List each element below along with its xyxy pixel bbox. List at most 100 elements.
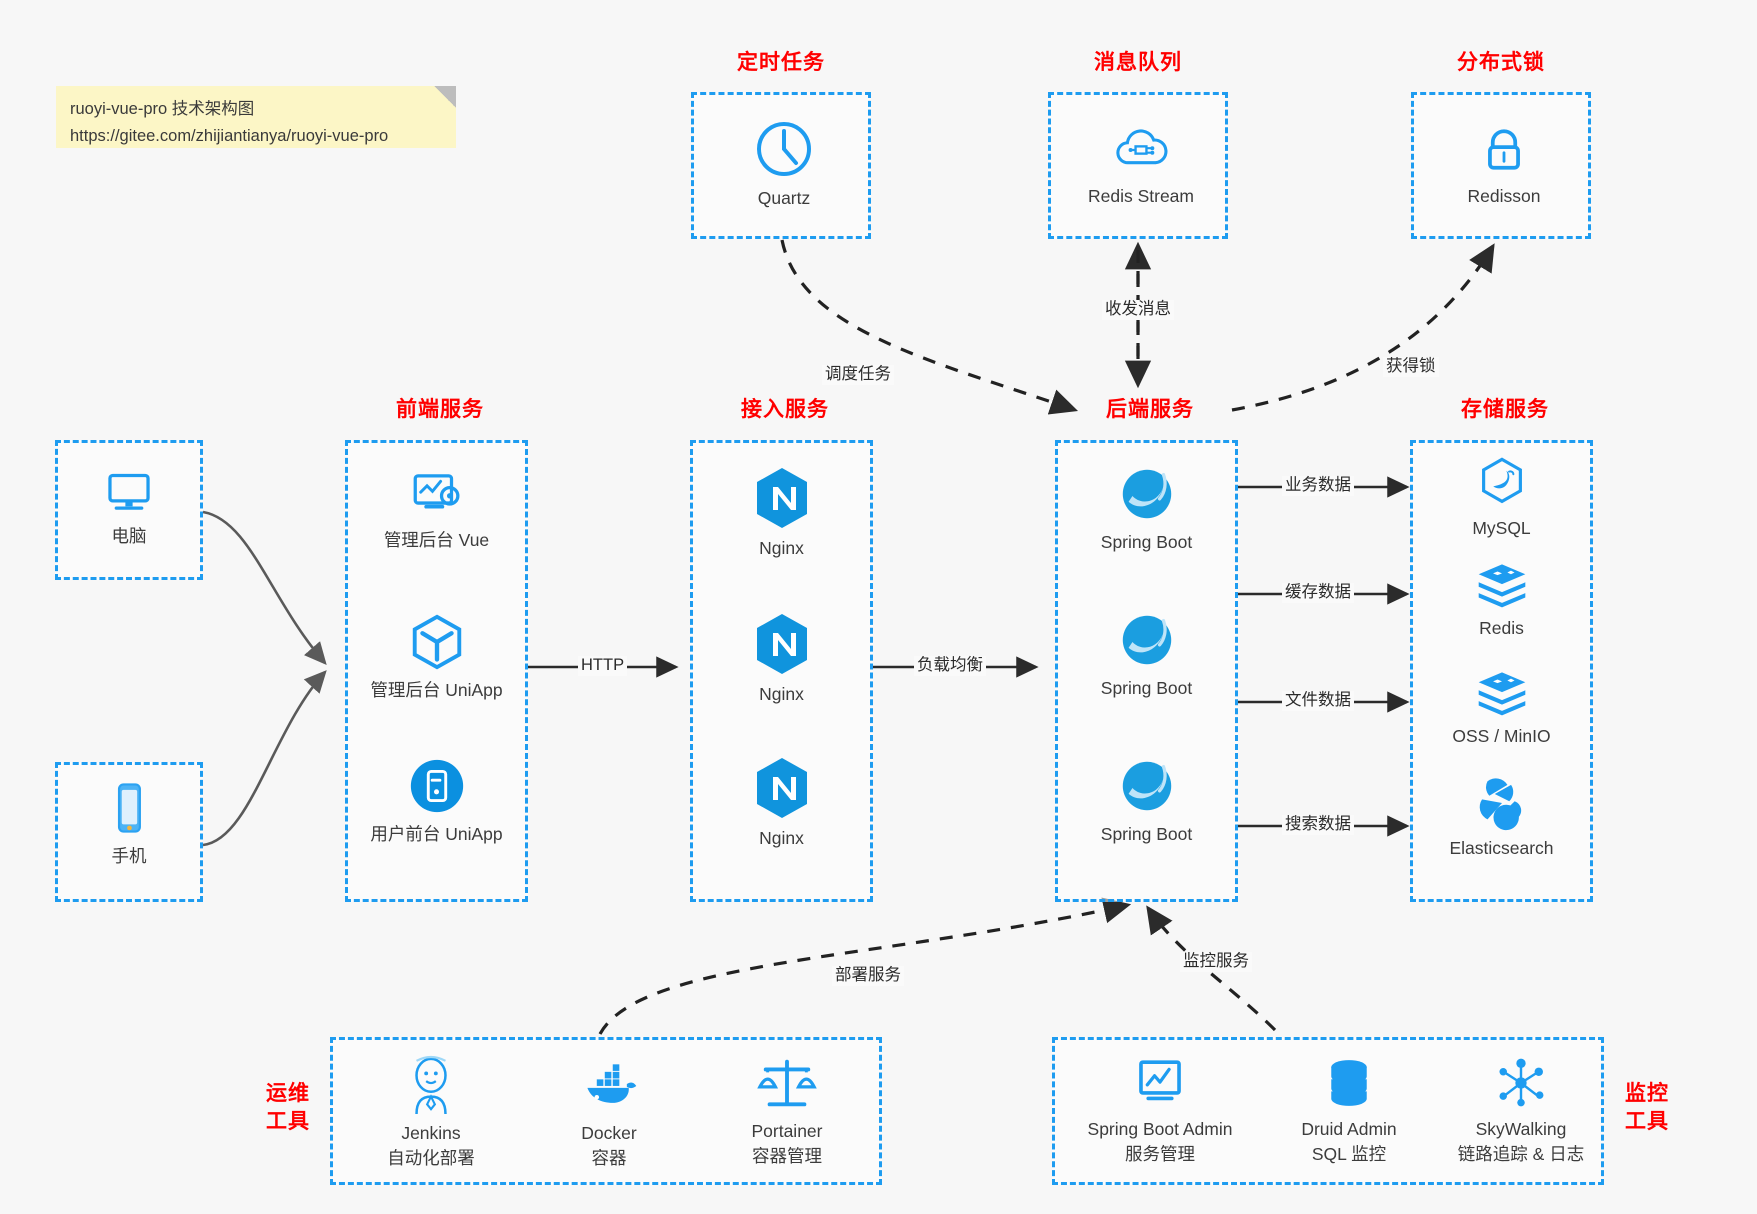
note-fold-corner — [434, 86, 456, 108]
monitor-chart-icon — [1131, 1054, 1189, 1112]
node-label: Spring Boot — [1100, 824, 1193, 844]
group-title-monitor: 监控 工具 — [1615, 1080, 1679, 1137]
edge-label-deploy-service: 部署服务 — [832, 966, 904, 986]
spring-leaf-icon — [1116, 463, 1178, 525]
group-title-backend: 后端服务 — [1106, 398, 1194, 421]
nginx-icon — [752, 465, 812, 531]
edge-label-schedule-task: 调度任务 — [822, 365, 894, 385]
node-label-main: Jenkins — [401, 1123, 461, 1143]
group-frontend: 管理后台 Vue 管理后台 UniApp 用户前台 UniApp — [345, 440, 528, 902]
desktop-icon — [100, 461, 158, 519]
node-nginx-2[interactable]: Nginx — [693, 611, 870, 707]
jenkins-butler-icon — [403, 1054, 459, 1116]
nginx-icon — [752, 755, 812, 821]
node-springboot-3[interactable]: Spring Boot — [1058, 755, 1235, 847]
node-label: Redis — [1479, 618, 1524, 638]
cube-icon — [406, 611, 468, 673]
redis-stack-icon — [1473, 559, 1531, 611]
node-phone[interactable]: 手机 — [58, 777, 200, 869]
node-admin-uniapp[interactable]: 管理后台 UniApp — [348, 611, 525, 703]
edge-label-file-data: 文件数据 — [1282, 691, 1354, 711]
group-monitor-tools: Spring Boot Admin 服务管理 Druid Admin SQL 监… — [1052, 1037, 1604, 1185]
node-label-sub: SQL 监控 — [1311, 1143, 1387, 1164]
node-springboot-1[interactable]: Spring Boot — [1058, 463, 1235, 555]
edge-computer-to-frontend — [202, 510, 327, 665]
node-computer[interactable]: 电脑 — [58, 461, 200, 549]
node-label-sub: 容器 — [591, 1147, 627, 1168]
group-backend: Spring Boot Spring Boot Spring Boot — [1055, 440, 1238, 902]
node-user-uniapp[interactable]: 用户前台 UniApp — [348, 755, 525, 847]
node-spring-boot-admin[interactable]: Spring Boot Admin 服务管理 — [1065, 1054, 1255, 1166]
node-jenkins[interactable]: Jenkins 自动化部署 — [351, 1054, 511, 1170]
group-title-distributed-lock: 分布式锁 — [1457, 51, 1545, 74]
node-label: Redisson — [1467, 186, 1541, 206]
database-icon — [1321, 1054, 1377, 1112]
group-title-devops: 运维 工具 — [256, 1080, 320, 1137]
node-label: 电脑 — [111, 526, 147, 546]
node-label: Elasticsearch — [1449, 838, 1554, 858]
redis-stack-icon — [1473, 667, 1531, 719]
group-scheduled-task: Quartz — [691, 92, 871, 239]
node-label-sub: 服务管理 — [1125, 1143, 1195, 1164]
edge-label-send-receive-message: 收发消息 — [1102, 300, 1174, 320]
docker-whale-icon — [578, 1054, 640, 1116]
node-label-sub: 自动化部署 — [387, 1147, 475, 1168]
edge-label-search-data: 搜索数据 — [1282, 815, 1354, 835]
node-nginx-1[interactable]: Nginx — [693, 465, 870, 561]
skywalking-node-icon — [1492, 1054, 1550, 1112]
group-title-message-queue: 消息队列 — [1094, 51, 1182, 74]
node-skywalking[interactable]: SkyWalking 链路追踪 & 日志 — [1441, 1054, 1601, 1166]
node-docker[interactable]: Docker 容器 — [529, 1054, 689, 1170]
node-springboot-2[interactable]: Spring Boot — [1058, 609, 1235, 701]
edge-label-cache-data: 缓存数据 — [1282, 583, 1354, 603]
node-mysql[interactable]: MySQL — [1413, 455, 1590, 541]
node-redisson[interactable]: Redisson — [1414, 119, 1594, 209]
node-label-sub: 链路追踪 & 日志 — [1457, 1143, 1585, 1164]
edge-backend-to-redisson — [1231, 243, 1495, 412]
node-label: MySQL — [1472, 518, 1531, 538]
node-label: Nginx — [759, 828, 804, 848]
node-redis-stream[interactable]: Redis Stream — [1051, 121, 1231, 209]
node-nginx-3[interactable]: Nginx — [693, 755, 870, 851]
node-redis[interactable]: Redis — [1413, 559, 1590, 641]
node-elasticsearch[interactable]: Elasticsearch — [1413, 775, 1590, 861]
node-label: 管理后台 Vue — [383, 530, 490, 550]
note-title: ruoyi-vue-pro 技术架构图 — [70, 100, 255, 118]
node-quartz[interactable]: Quartz — [694, 117, 874, 211]
edge-label-http: HTTP — [578, 656, 628, 676]
node-label-sub: 容器管理 — [752, 1145, 822, 1166]
mobile-icon — [100, 777, 158, 839]
node-label-main: Spring Boot Admin — [1087, 1119, 1233, 1139]
edge-label-acquire-lock: 获得锁 — [1383, 357, 1439, 377]
edge-label-business-data: 业务数据 — [1282, 476, 1354, 496]
nginx-icon — [752, 611, 812, 677]
node-oss-minio[interactable]: OSS / MinIO — [1413, 667, 1590, 749]
elasticsearch-icon — [1473, 775, 1531, 831]
group-storage: MySQL Redis OS — [1410, 440, 1593, 902]
group-title-storage: 存储服务 — [1461, 398, 1549, 421]
node-portainer[interactable]: Portainer 容器管理 — [707, 1054, 867, 1168]
edge-label-monitor-service: 监控服务 — [1180, 952, 1252, 972]
group-gateway: Nginx Nginx Nginx — [690, 440, 873, 902]
dashboard-gear-icon — [406, 465, 468, 523]
node-admin-vue[interactable]: 管理后台 Vue — [348, 465, 525, 553]
group-title-devops-line2: 工具 — [266, 1110, 310, 1134]
group-title-monitor-line1: 监控 — [1625, 1082, 1669, 1105]
node-label: OSS / MinIO — [1452, 726, 1551, 746]
spring-leaf-icon — [1116, 609, 1178, 671]
node-druid-admin[interactable]: Druid Admin SQL 监控 — [1269, 1054, 1429, 1166]
group-title-gateway: 接入服务 — [741, 398, 829, 421]
node-label: Spring Boot — [1100, 532, 1193, 552]
node-label-main: SkyWalking — [1475, 1119, 1567, 1139]
node-label-main: Docker — [581, 1123, 637, 1143]
node-label: Quartz — [757, 188, 811, 208]
node-label: Spring Boot — [1100, 678, 1193, 698]
group-title-scheduled-task: 定时任务 — [737, 51, 825, 74]
app-circle-icon — [406, 755, 468, 817]
node-label: Redis Stream — [1087, 186, 1194, 206]
cloud-stream-icon — [1112, 121, 1170, 179]
node-label: Nginx — [759, 538, 804, 558]
group-title-frontend: 前端服务 — [396, 398, 484, 421]
node-label: 管理后台 UniApp — [370, 680, 503, 700]
edge-label-load-balance: 负载均衡 — [914, 656, 986, 676]
